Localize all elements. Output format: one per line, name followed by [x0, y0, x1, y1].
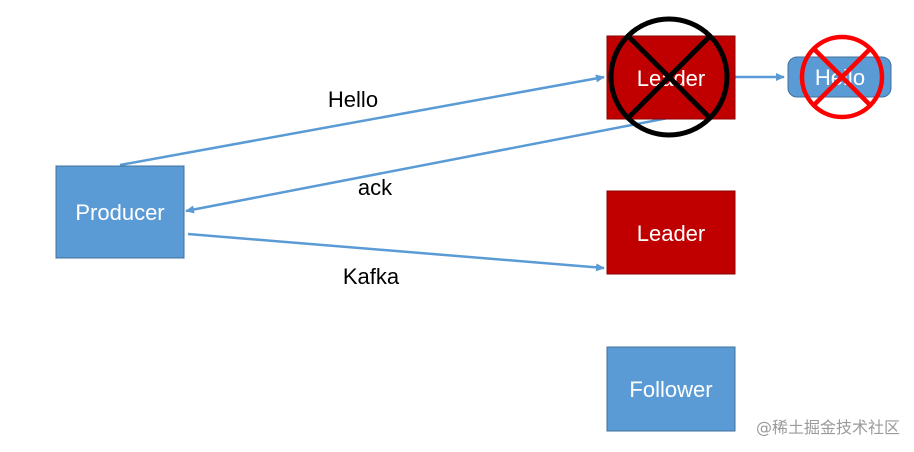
- producer-node: Producer: [55, 165, 185, 259]
- watermark: @稀土掘金技术社区: [756, 418, 900, 437]
- new-leader-node: Leader: [606, 190, 736, 275]
- ack-edge-label: ack: [358, 175, 393, 200]
- hello-edge-label: Hello: [328, 87, 378, 112]
- producer-label: Producer: [75, 200, 164, 225]
- kafka-edge-label: Kafka: [343, 264, 400, 289]
- circle-cross-icon: [608, 16, 730, 138]
- new-leader-label: Leader: [637, 221, 706, 246]
- kafka-arrow: [187, 232, 605, 272]
- ack-arrow: [185, 116, 669, 214]
- follower-label: Follower: [629, 377, 712, 402]
- hello-arrow: [119, 74, 605, 167]
- follower-node: Follower: [606, 346, 736, 432]
- no-entry-icon: [799, 34, 885, 120]
